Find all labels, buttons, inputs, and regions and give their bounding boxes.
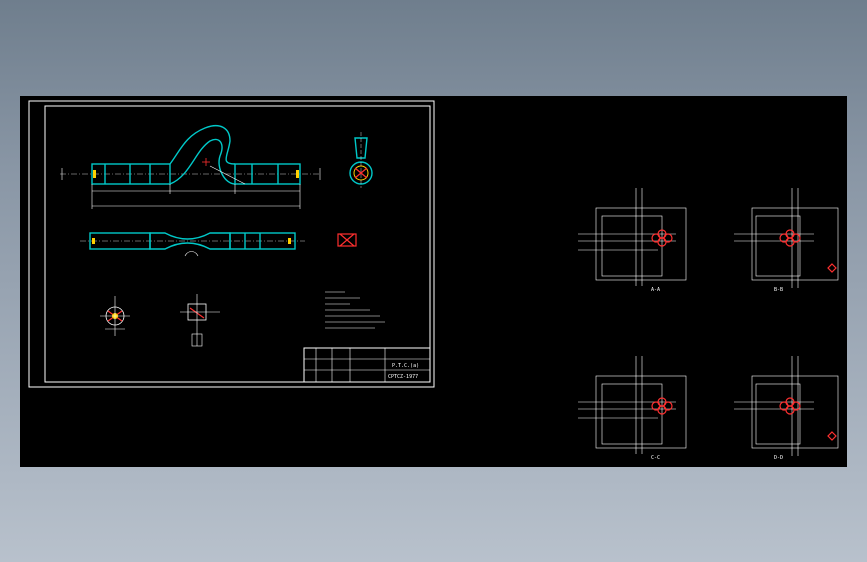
section-view-left — [100, 296, 130, 336]
detail-symbol — [337, 233, 357, 247]
part-front-view — [60, 124, 321, 209]
part-side-view — [349, 132, 373, 188]
sheet-inner-border — [44, 105, 431, 383]
cad-viewport[interactable]: P.T.C.(a) CPTCZ-1977 A-A B-B — [20, 96, 847, 467]
sheet-outer-border — [28, 100, 435, 388]
part-top-view — [80, 232, 305, 257]
viewport-top-left: A-A — [578, 188, 687, 293]
section-label-a: A-A — [651, 287, 660, 293]
cad-drawing: P.T.C.(a) CPTCZ-1977 A-A B-B — [28, 100, 839, 461]
drawing-title: P.T.C.(a) — [392, 363, 419, 369]
technical-notes — [325, 291, 385, 329]
viewport-bottom-left: C-C — [578, 356, 687, 461]
section-label-c: C-C — [651, 455, 660, 461]
drawing-sheet — [28, 100, 435, 388]
drawing-number: CPTCZ-1977 — [388, 374, 418, 380]
section-view-right — [180, 294, 220, 347]
viewport-bottom-right: D-D — [734, 356, 839, 461]
section-label-b: B-B — [774, 287, 783, 293]
title-block: P.T.C.(a) CPTCZ-1977 — [303, 347, 431, 383]
viewport-top-right: B-B — [734, 188, 839, 293]
section-label-d: D-D — [774, 455, 783, 461]
